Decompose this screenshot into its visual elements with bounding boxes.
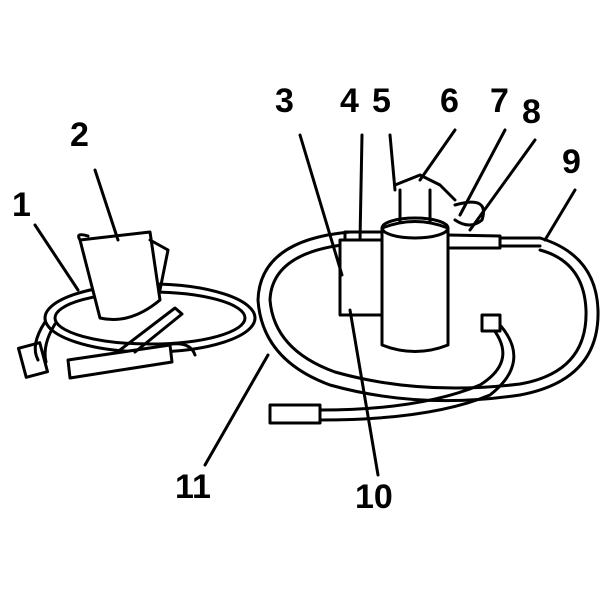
right-hose xyxy=(256,230,600,425)
callout-1: 1 xyxy=(12,186,31,224)
callout-3: 3 xyxy=(275,82,294,120)
callout-11: 11 xyxy=(175,468,211,506)
callout-2: 2 xyxy=(70,116,89,154)
spray-gun xyxy=(66,306,197,380)
callout-5: 5 xyxy=(372,82,391,120)
callout-6: 6 xyxy=(440,82,459,120)
callout-9: 9 xyxy=(562,143,581,181)
callout-8: 8 xyxy=(522,93,541,131)
callout-4: 4 xyxy=(340,82,359,120)
pitcher xyxy=(77,230,170,322)
leader-lines xyxy=(33,128,577,477)
callout-7: 7 xyxy=(490,82,509,120)
bracket-bottle xyxy=(338,230,384,317)
callout-10: 10 xyxy=(355,478,393,516)
canister xyxy=(380,173,542,353)
